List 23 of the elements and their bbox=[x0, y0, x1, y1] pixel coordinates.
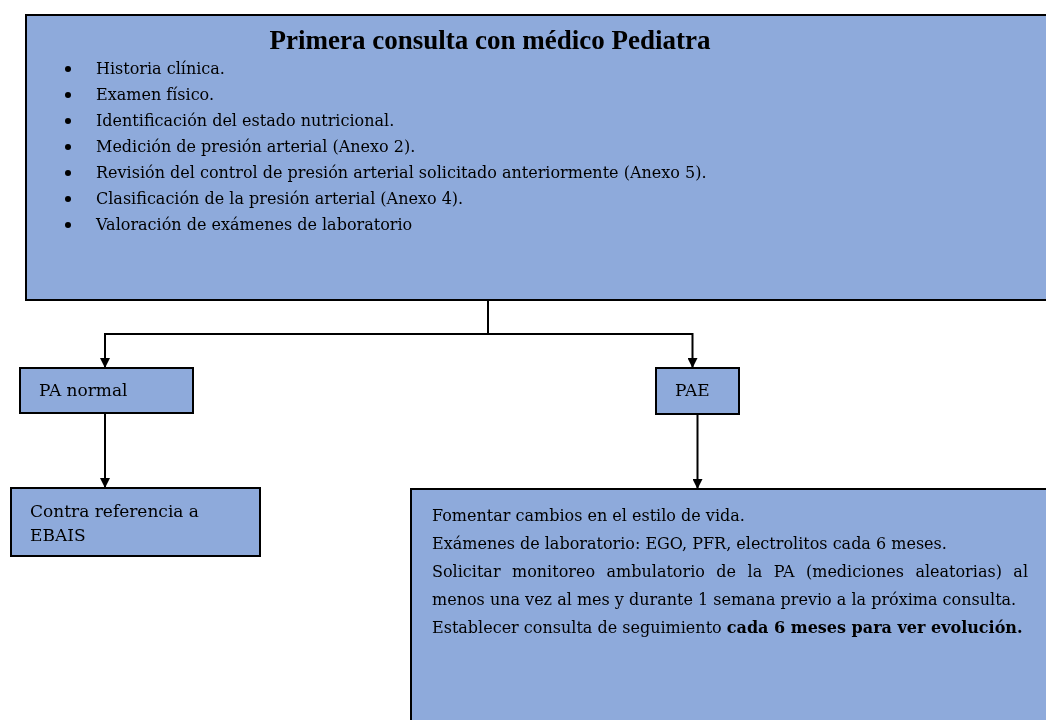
list-item: Valoración de exámenes de laboratorio bbox=[96, 214, 413, 236]
list-item: Examen físico. bbox=[96, 84, 215, 106]
box-title: Primera consulta con médico Pediatra bbox=[268, 24, 712, 56]
process-box bbox=[655, 367, 740, 415]
arrow bbox=[487, 300, 698, 368]
list-item: Identificación del estado nutricional. bbox=[96, 110, 395, 132]
instruction-text: Fomentar cambios en el estilo de vida. bbox=[432, 505, 746, 527]
process-box bbox=[19, 367, 194, 414]
process-box bbox=[10, 487, 261, 557]
list-item: Medición de presión arterial (Anexo 2). bbox=[96, 136, 416, 158]
instruction-text: Solicitar monitoreo ambulatorio de la PA (mediciones aleatorias) al menos una vez al mes y durante 1 semana previo a la próxima consulta. bbox=[432, 561, 1028, 611]
arrow bbox=[692, 414, 703, 489]
arrow bbox=[100, 413, 110, 488]
box-label: Contra referencia a EBAIS bbox=[30, 500, 200, 547]
box-label: PAE bbox=[675, 379, 710, 403]
process-box bbox=[410, 488, 1046, 720]
box-label: PA normal bbox=[39, 378, 128, 402]
instruction-text: Exámenes de laboratorio: EGO, PFR, electrolitos cada 6 meses. bbox=[432, 533, 948, 555]
process-box bbox=[25, 14, 1046, 301]
list-item: Historia clínica. bbox=[96, 58, 225, 80]
list-item: Clasificación de la presión arterial (Anexo 4). bbox=[96, 188, 464, 210]
instruction-text: Establecer consulta de seguimiento cada 6 meses para ver evolución. bbox=[432, 617, 1024, 639]
list-item: Revisión del control de presión arterial solicitado anteriormente (Anexo 5). bbox=[96, 162, 707, 184]
